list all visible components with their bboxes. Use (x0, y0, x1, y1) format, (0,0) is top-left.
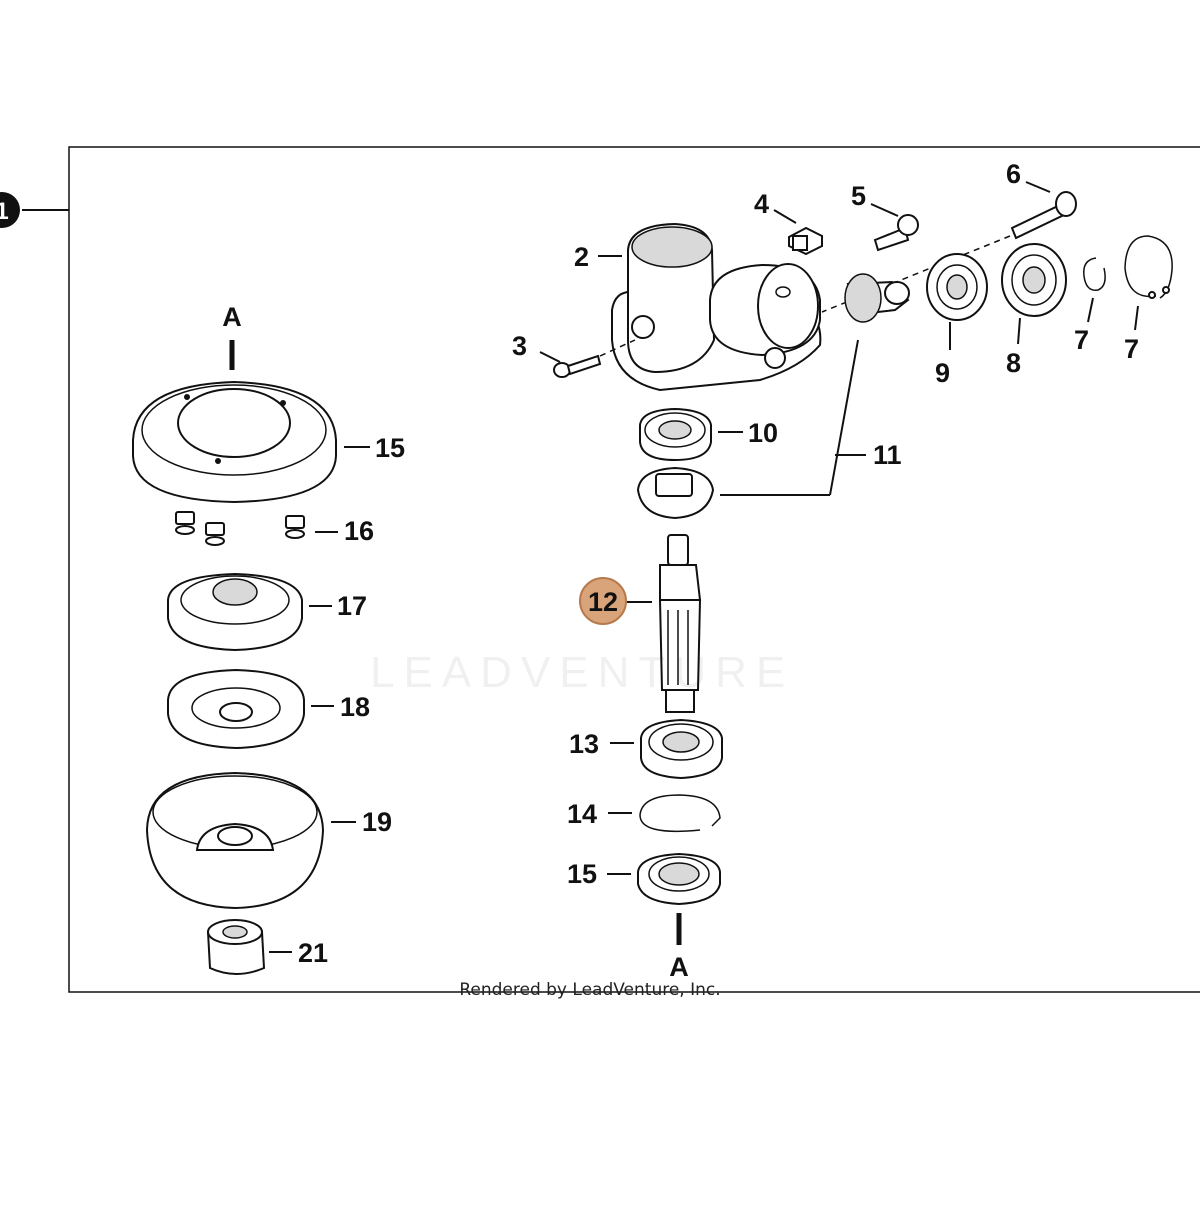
callout-7-label[interactable]: 7 (1124, 334, 1139, 364)
part-9-bearing[interactable] (1001, 243, 1067, 317)
callout-20[interactable]: 19 (362, 807, 392, 837)
callout-3[interactable]: 3 (512, 331, 527, 361)
part-13-bearing[interactable] (640, 718, 723, 780)
part-2-gear-housing[interactable] (611, 222, 822, 392)
part-19-washer[interactable] (167, 668, 305, 750)
callout-10-center[interactable]: 10 (748, 418, 778, 448)
callout-8[interactable]: 7 (1074, 325, 1089, 355)
section-marker-top: A (222, 302, 242, 332)
watermark: LEADVENTURE (370, 648, 795, 697)
callout-19[interactable]: 18 (340, 692, 370, 722)
callout-18[interactable]: 17 (337, 591, 367, 621)
part-4-bolt[interactable] (788, 226, 823, 256)
part-3-screw[interactable] (553, 354, 602, 378)
part-20-cup[interactable] (145, 771, 325, 910)
callout-6[interactable]: 6 (1006, 159, 1021, 189)
callout-10-upper[interactable]: 9 (935, 358, 950, 388)
part-18-holder[interactable] (167, 572, 303, 652)
part-8-ring[interactable] (1083, 257, 1106, 291)
part-10-bearing-center[interactable] (639, 407, 712, 462)
callout-15-label[interactable]: 15 (567, 859, 597, 889)
part-17-screws[interactable] (175, 511, 305, 546)
part-21-nut[interactable] (206, 919, 266, 975)
callout-13[interactable]: 13 (569, 729, 599, 759)
callout-5[interactable]: 5 (851, 181, 866, 211)
part-15-seal[interactable] (637, 852, 721, 906)
frame-marker-label: 1 (0, 198, 9, 225)
part-16-plate[interactable] (132, 380, 337, 504)
footer-credit: Rendered by LeadVenture, Inc. (459, 980, 721, 1000)
callout-14[interactable]: 14 (567, 799, 597, 829)
callout-21[interactable]: 21 (298, 938, 328, 968)
diagram-frame (68, 146, 1200, 993)
part-11-gear[interactable] (636, 466, 715, 520)
part-6-long-bolt[interactable] (1010, 191, 1077, 240)
callout-16[interactable]: 15 (375, 433, 405, 463)
part-14-circlip[interactable] (639, 794, 721, 833)
callout-2[interactable]: 2 (574, 242, 589, 272)
callout-4[interactable]: 4 (754, 189, 769, 219)
section-marker-bottom: A (669, 952, 689, 982)
part-7-circlip[interactable] (1124, 235, 1173, 299)
callout-17[interactable]: 16 (344, 516, 374, 546)
part-11-sleeve[interactable] (844, 273, 910, 323)
part-12-shaft[interactable] (658, 534, 702, 713)
highlight-badge-12 (579, 577, 627, 625)
callout-12[interactable]: 12 (588, 587, 618, 617)
part-10-bearing-upper[interactable] (926, 253, 988, 321)
part-5-bolt[interactable] (873, 214, 919, 252)
callout-11[interactable]: 11 (873, 440, 902, 470)
frame-marker-badge (0, 192, 20, 228)
callout-9[interactable]: 8 (1006, 348, 1021, 378)
